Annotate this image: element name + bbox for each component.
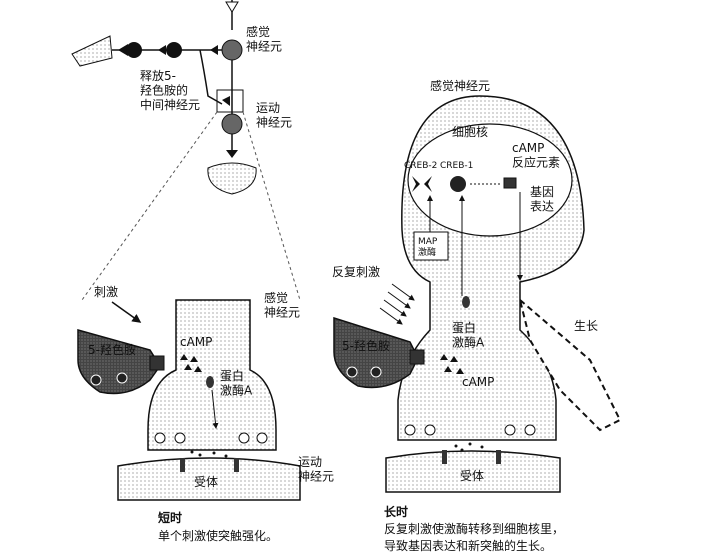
motor-terminal-left: [117, 457, 301, 501]
nucleus: [407, 123, 573, 237]
camp-left-label: cAMP: [180, 335, 212, 349]
interneuron-cell-1: [126, 42, 142, 58]
short-term-panel: 刺激 5-羟色胺 cAMP 蛋白激酶A 感觉神经元 受体 运动神经元: [77, 285, 334, 501]
captions: 短时 单个刺激使突触强化。 长时 反复刺激使激酶转移到细胞核里， 导致基因表达和…: [158, 504, 564, 553]
sensory-right-label: 感觉神经元: [430, 78, 490, 93]
receptor-left-label: 受体: [194, 475, 218, 489]
short-term-body: 单个刺激使突触强化。: [158, 528, 278, 543]
creb2-label: CREB-2: [404, 161, 437, 171]
stimulus-label: 刺激: [94, 285, 118, 299]
growth-label: 生长: [574, 319, 598, 333]
gene-expression-label: 基因表达: [530, 185, 554, 213]
pka-right-label: 蛋白激酶A: [452, 320, 485, 349]
receptor-right-label: 受体: [460, 469, 484, 483]
creb1-label: CREB-1: [440, 161, 473, 171]
nucleus-label: 细胞核: [452, 125, 488, 139]
interneuron-cell-2: [166, 42, 182, 58]
motor-terminal-right: [385, 450, 561, 493]
zoom-box: [216, 89, 244, 113]
serotonin-left-label: 5-羟色胺: [88, 342, 136, 357]
serotonin-terminal-left: [77, 329, 161, 395]
pka-left-label: 蛋白激酶A: [220, 368, 253, 397]
siphon-shape: [71, 35, 113, 67]
sensory-left-label: 感觉神经元: [264, 290, 300, 319]
creb1-protein: [450, 176, 466, 192]
gill-shape: [207, 162, 257, 195]
long-term-body-1: 反复刺激使激酶转移到细胞核里，: [384, 521, 564, 536]
long-term-title: 长时: [384, 504, 408, 519]
motor-neuron-top-label: 运动神经元: [256, 101, 292, 129]
motor-neuron-body: [221, 113, 243, 135]
creb2-protein: [412, 176, 432, 192]
repeated-stimulus-arrows: [379, 283, 415, 325]
interneuron-label: 释放5-羟色胺的中间神经元: [140, 68, 200, 112]
sensory-neuron-body: [221, 39, 243, 61]
long-term-body-2: 导致基因表达和新突触的生长。: [384, 538, 552, 553]
camp-response-element: [503, 177, 517, 189]
camp-right-label: cAMP: [462, 375, 494, 389]
serotonin-right-label: 5-羟色胺: [342, 338, 390, 353]
motor-left-label: 运动神经元: [298, 455, 334, 483]
growth-extension: [518, 297, 622, 432]
repeated-stimulus-label: 反复刺激: [332, 265, 380, 279]
sensory-terminal-left: [147, 299, 277, 451]
map-kinase-box: [413, 231, 449, 261]
short-term-title: 短时: [158, 510, 182, 525]
sensory-neuron-top-label: 感觉神经元: [246, 24, 282, 53]
circuit-overview: 感觉神经元 释放5-羟色胺的中间神经元 运动神经元: [71, 0, 301, 301]
